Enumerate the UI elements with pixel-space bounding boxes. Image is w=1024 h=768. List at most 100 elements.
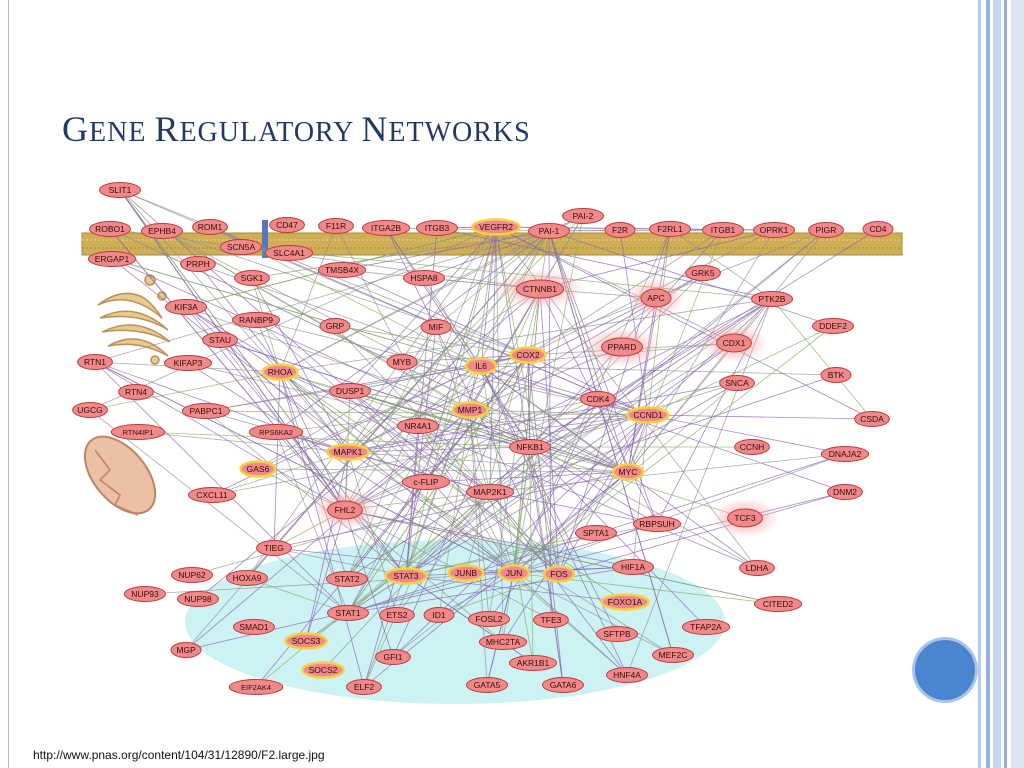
gene-label: STAU (209, 335, 231, 345)
network-edge (255, 319, 560, 575)
network-edge (185, 409, 471, 651)
network-edge (279, 371, 427, 483)
network-edge (255, 319, 346, 511)
gene-label: DUSP1 (336, 386, 365, 396)
network-edge (647, 228, 671, 416)
gene-label: JUNB (455, 568, 478, 578)
network-edge (489, 374, 837, 493)
network-edge (255, 491, 491, 688)
gene-label: FHL2 (335, 505, 356, 515)
gene-label: SOCS2 (309, 665, 338, 675)
gene-node-fhl2: FHL2 (311, 490, 379, 530)
gene-node-smad1: SMAD1 (233, 619, 275, 635)
network-edge (119, 189, 281, 373)
title-part: N (361, 109, 389, 149)
gene-node-tfap2a: TFAP2A (681, 619, 731, 635)
gene-node-ddef2: DDEF2 (812, 318, 854, 334)
gene-node-cdx1: CDX1 (700, 323, 768, 363)
network-edge (405, 365, 482, 577)
gene-label: MIF (429, 322, 444, 332)
network-edge (344, 509, 552, 621)
gene-label: CTNNB1 (523, 284, 557, 294)
network-edge (529, 414, 649, 448)
network-edge (529, 446, 658, 525)
gene-label: GAS6 (247, 464, 270, 474)
gene-node-ppard: PPARD (583, 327, 661, 367)
gene-label: GATA5 (474, 680, 501, 690)
gene-node-gfi1: GFI1 (375, 649, 411, 665)
gene-node-stat2: STAT2 (326, 571, 368, 587)
source-url[interactable]: http://www.pnas.org/content/104/31/12890… (33, 748, 325, 762)
gene-label: HIF1A (621, 562, 645, 572)
network-edge (246, 577, 349, 614)
network-edge (480, 365, 628, 676)
gene-label: OPRK1 (760, 225, 789, 235)
gene-label: CXCL11 (196, 490, 228, 500)
network-edge (513, 453, 846, 574)
gene-node-hif1a: HIF1A (612, 559, 654, 575)
gene-node-ptk2b: PTK2B (751, 291, 793, 307)
network-edge (489, 491, 658, 525)
network-edge (647, 414, 873, 420)
network-edge (489, 491, 560, 575)
network-edge (94, 361, 349, 614)
gene-node-grk5: GRK5 (685, 265, 721, 281)
gene-node-nfkb1: NFKB1 (509, 439, 551, 455)
network-edge (558, 491, 846, 575)
network-edge (109, 228, 346, 511)
network-edge (111, 258, 482, 367)
gene-node-gas6: GAS6 (239, 460, 277, 478)
network-edge (417, 425, 515, 574)
gene-node-stat1: STAT1 (327, 605, 369, 621)
network-edge (435, 230, 550, 328)
network-edge (240, 246, 773, 300)
network-edge (425, 471, 629, 483)
gene-node-rom1: ROM1 (192, 219, 228, 235)
gene-node-cxcl11: CXCL11 (187, 487, 237, 503)
network-edge (344, 326, 437, 511)
network-edge (205, 410, 649, 416)
gene-node-mgp: MGP (170, 642, 202, 658)
network-edge (513, 471, 629, 574)
network-edge (527, 354, 564, 686)
gene-node-cd47: CD47 (269, 217, 305, 233)
title-part: R (154, 109, 180, 149)
gene-label: ROM1 (198, 222, 223, 232)
gene-node-fosl2: FOSL2 (468, 611, 510, 627)
gene-node-apc: APC (627, 278, 685, 318)
gene-node-grp: GRP (319, 318, 351, 334)
network-edge (627, 229, 775, 473)
gene-label: HNF4A (613, 670, 641, 680)
gene-node-nr4a1: NR4A1 (397, 418, 439, 434)
gene-label: CD47 (276, 220, 298, 230)
gene-label: SLC4A1 (273, 248, 305, 258)
gene-node-f2rl1: F2RL1 (649, 221, 691, 237)
network-edge (527, 354, 531, 448)
network-edge (480, 365, 649, 416)
gene-label: GRK5 (691, 268, 714, 278)
gene-node-oprk1: OPRK1 (753, 222, 795, 238)
gene-label: PAI-1 (539, 226, 560, 236)
gene-node-junb: JUNB (447, 564, 485, 582)
gene-node-rps6ka2: RPS6KA2 (248, 424, 304, 440)
gene-label: MMP1 (458, 405, 483, 415)
gene-node-cox2: COX2 (509, 346, 547, 364)
gene-node-sftpb: SFTPB (596, 626, 638, 642)
network-edge (363, 471, 629, 688)
gene-label: TFE3 (541, 615, 562, 625)
gene-node-rtn1: RTN1 (77, 354, 113, 370)
gene-node-mef2c: MEF2C (652, 647, 694, 663)
gene-node-nup98: NUP98 (177, 591, 219, 607)
gene-label: KIF3A (174, 302, 198, 312)
channel-marker (262, 220, 268, 258)
network-edge (495, 226, 873, 420)
gene-node-socs2: SOCS2 (301, 661, 345, 679)
gene-node-btk: BTK (820, 367, 852, 383)
gene-node-csda: CSDA (854, 411, 890, 427)
gene-label: MHC2TA (486, 637, 521, 647)
network-edge (480, 365, 837, 376)
gene-node-sgk1: SGK1 (234, 270, 270, 286)
network-edge (119, 189, 346, 511)
gene-label: MGP (176, 645, 196, 655)
